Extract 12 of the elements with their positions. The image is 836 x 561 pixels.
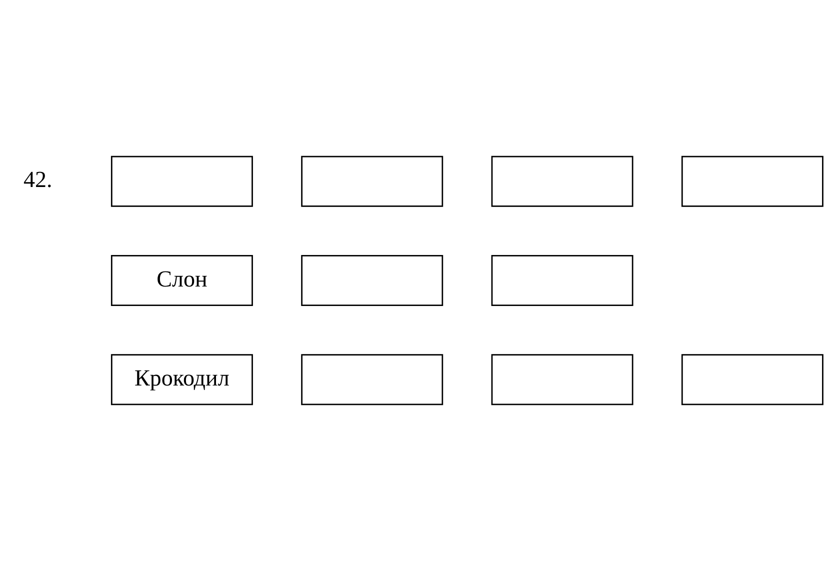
node-box xyxy=(300,156,443,207)
node-box xyxy=(680,354,823,406)
node-box xyxy=(680,156,823,207)
node-box xyxy=(490,354,633,406)
node-box: Слон xyxy=(110,255,252,306)
node-box xyxy=(110,156,252,207)
node-box xyxy=(300,354,443,406)
label: 42. xyxy=(23,166,52,192)
node-box: Крокодил xyxy=(110,354,252,406)
node-box xyxy=(490,255,633,306)
node-box xyxy=(490,156,633,207)
node-box xyxy=(300,255,443,306)
